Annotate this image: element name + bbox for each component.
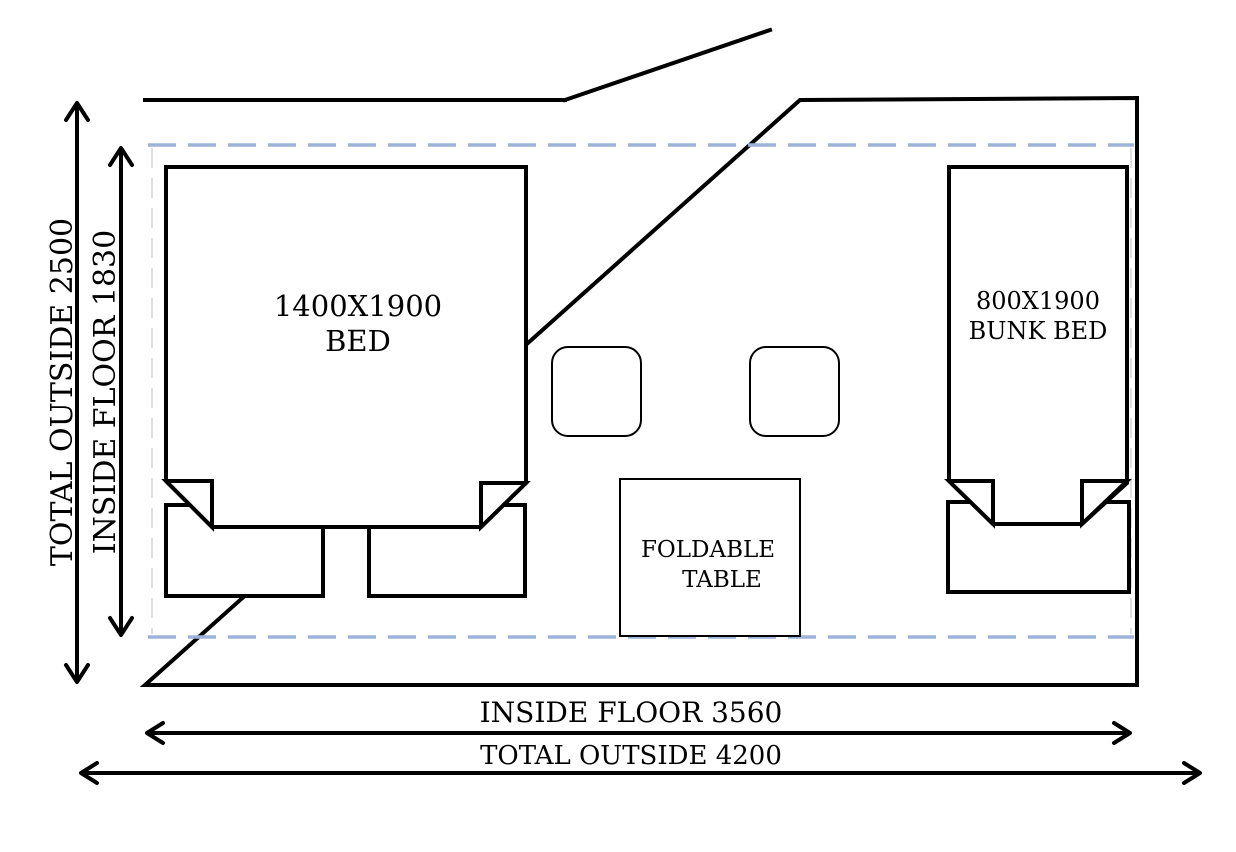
bunk-bed-corner-right — [1080, 479, 1132, 529]
door-swing — [562, 27, 773, 103]
total-outside-width-arrow — [79, 761, 1202, 785]
inside-floor-width-label: INSIDE FLOOR 3560 — [480, 696, 783, 729]
seat-left — [551, 346, 642, 437]
inside-floor-width-arrow — [145, 721, 1132, 745]
foldable-table — [619, 478, 801, 637]
seat-right — [749, 346, 840, 437]
table-label-line1: FOLDABLE — [641, 537, 775, 563]
inside-floor-depth-label: INSIDE FLOOR 1830 — [88, 230, 123, 554]
right-cabinet — [946, 500, 1131, 594]
bunk-bed — [947, 165, 1129, 526]
bunk-bed-type-label: BUNK BED — [969, 317, 1108, 345]
total-outside-depth-label: TOTAL OUTSIDE 2500 — [45, 218, 80, 566]
inside-floor-depth-arrow — [108, 146, 134, 637]
bunk-bed-size-label: 800X1900 — [976, 287, 1100, 315]
bunk-bed-corner-left — [944, 479, 995, 529]
main-bed-type-label: BED — [325, 324, 391, 358]
table-label-line2: TABLE — [682, 567, 762, 593]
main-bed-corner-right — [479, 481, 531, 532]
total-outside-width-label: TOTAL OUTSIDE 4200 — [480, 741, 782, 771]
main-bed-size-label: 1400X1900 — [274, 289, 442, 323]
main-bed-corner-left — [161, 479, 214, 532]
total-outside-depth-arrow — [64, 101, 90, 684]
